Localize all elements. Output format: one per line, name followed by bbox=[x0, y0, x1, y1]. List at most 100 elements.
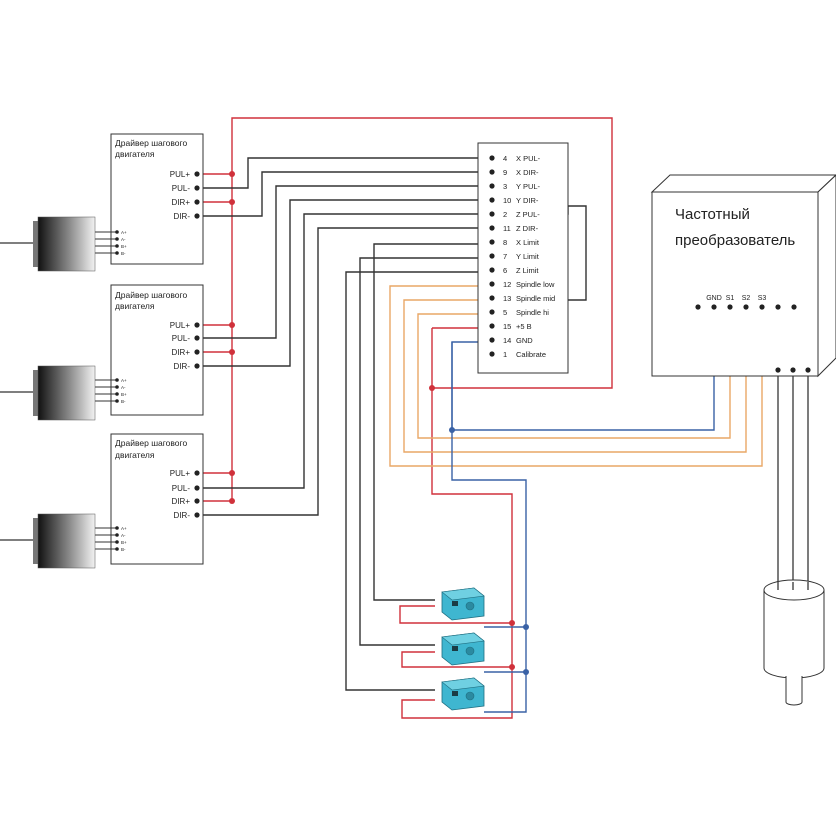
red-power-wires bbox=[198, 117, 613, 719]
controller-pin-dot bbox=[489, 337, 495, 343]
pin-label-pul-plus: PUL+ bbox=[170, 469, 191, 478]
driver-title: Драйвер шагового bbox=[115, 290, 187, 300]
terminal-dot bbox=[695, 304, 701, 310]
controller-pin-dot bbox=[489, 211, 495, 217]
controller-pin-number: 13 bbox=[503, 294, 511, 303]
controller-pin-number: 1 bbox=[503, 350, 507, 359]
junction-dot bbox=[523, 624, 529, 630]
controller-pin-number: 4 bbox=[503, 154, 507, 163]
controller-pin-number: 10 bbox=[503, 196, 511, 205]
motor-pin-label: A+ bbox=[121, 230, 127, 235]
controller-pin-label: Calibrate bbox=[516, 350, 546, 359]
pin-label-dir-plus: DIR+ bbox=[172, 198, 191, 207]
wires bbox=[198, 117, 809, 719]
controller-pin-label: X DIR- bbox=[516, 168, 539, 177]
controller-pin-number: 11 bbox=[503, 224, 511, 233]
controller-pin-dot bbox=[489, 351, 495, 357]
terminal-dot bbox=[727, 304, 733, 310]
terminal-dot bbox=[194, 485, 200, 491]
inverter-title: Частотный bbox=[675, 206, 750, 223]
driver-title: Драйвер шагового bbox=[115, 438, 187, 448]
terminal-label-s1: S1 bbox=[726, 295, 735, 302]
terminal-dot bbox=[194, 199, 200, 205]
junction-dot bbox=[523, 669, 529, 675]
junction-dot bbox=[229, 349, 235, 355]
driver-box bbox=[110, 433, 204, 565]
motor-pin-label: B+ bbox=[121, 392, 127, 397]
driver-box bbox=[110, 133, 204, 265]
controller-pin-number: 3 bbox=[503, 182, 507, 191]
junction-dot bbox=[429, 385, 435, 391]
pin-label-dir-plus: DIR+ bbox=[172, 497, 191, 506]
terminal-dot bbox=[194, 171, 200, 177]
spindle-motor bbox=[763, 579, 825, 706]
controller-pin-dot bbox=[489, 281, 495, 287]
terminal-dot bbox=[775, 304, 781, 310]
controller-pin-label: Y PUL- bbox=[516, 182, 541, 191]
controller-pin-number: 6 bbox=[503, 266, 507, 275]
controller-pin-dot bbox=[489, 323, 495, 329]
junction-dot bbox=[509, 664, 515, 670]
orange-spindle-wires bbox=[389, 285, 763, 467]
terminal-label-s3: S3 bbox=[758, 295, 767, 302]
controller-pin-label: X Limit bbox=[516, 238, 540, 247]
controller-pin-dot bbox=[489, 309, 495, 315]
controller-pin-label: Y DIR- bbox=[516, 196, 539, 205]
junction-dot bbox=[229, 199, 235, 205]
stepper-driver-1: Драйвер шагового двигателя PUL+ PUL- DIR… bbox=[95, 133, 204, 265]
controller-pin-dot bbox=[489, 267, 495, 273]
terminal-dot bbox=[194, 322, 200, 328]
motor-pin-label: A- bbox=[121, 533, 126, 538]
motor-pin-label: B- bbox=[121, 399, 126, 404]
spindle-phase-wires bbox=[777, 370, 809, 590]
controller-pin-label: Spindle hi bbox=[516, 308, 549, 317]
terminal-dot bbox=[791, 304, 797, 310]
controller-pin-number: 12 bbox=[503, 280, 511, 289]
terminal-dot bbox=[194, 363, 200, 369]
controller-pin-label: Spindle mid bbox=[516, 294, 555, 303]
spindle-shaft bbox=[785, 676, 803, 706]
controller-pin-label: Z Limit bbox=[516, 266, 539, 275]
frequency-inverter: Частотный преобразователь GND S1 S2 S3 bbox=[650, 174, 836, 378]
pin-label-pul-minus: PUL- bbox=[172, 184, 191, 193]
terminal-dot bbox=[805, 367, 811, 373]
controller-pin-number: 2 bbox=[503, 210, 507, 219]
junction-dots bbox=[229, 171, 529, 675]
motor-pin-label: A- bbox=[121, 237, 126, 242]
junction-dot bbox=[229, 470, 235, 476]
controller-pin-dot bbox=[489, 253, 495, 259]
terminal-dot bbox=[194, 213, 200, 219]
motor-pin-label: A- bbox=[121, 385, 126, 390]
terminal-dot bbox=[194, 512, 200, 518]
limit-sensor-z bbox=[441, 677, 485, 711]
motor-pin-label: B- bbox=[121, 547, 126, 552]
junction-dot bbox=[229, 171, 235, 177]
stepper-motor-3 bbox=[0, 513, 96, 569]
controller-pin-label: Spindle low bbox=[516, 280, 555, 289]
controller-pin-dot bbox=[489, 225, 495, 231]
pin-label-pul-minus: PUL- bbox=[172, 334, 191, 343]
controller-pin-number: 14 bbox=[503, 336, 511, 345]
black-signal-wires bbox=[198, 157, 587, 691]
junction-dot bbox=[509, 620, 515, 626]
inverter-box bbox=[651, 191, 819, 377]
motor-pin-label: A+ bbox=[121, 526, 127, 531]
controller-pin-number: 9 bbox=[503, 168, 507, 177]
terminal-dot bbox=[194, 349, 200, 355]
inverter-title: преобразователь bbox=[675, 232, 795, 249]
terminal-dot bbox=[194, 470, 200, 476]
controller-pin-dot bbox=[489, 155, 495, 161]
terminal-dot bbox=[194, 335, 200, 341]
terminal-dot bbox=[790, 367, 796, 373]
driver-title: Драйвер шагового bbox=[115, 138, 187, 148]
junction-dot bbox=[449, 427, 455, 433]
controller-pin-dot bbox=[489, 197, 495, 203]
terminal-dot bbox=[759, 304, 765, 310]
controller-pin-label: Z PUL- bbox=[516, 210, 540, 219]
terminal-label-gnd: GND bbox=[706, 295, 722, 302]
driver-box bbox=[110, 284, 204, 416]
controller-pin-dot bbox=[489, 239, 495, 245]
motor-pin-label: B+ bbox=[121, 540, 127, 545]
